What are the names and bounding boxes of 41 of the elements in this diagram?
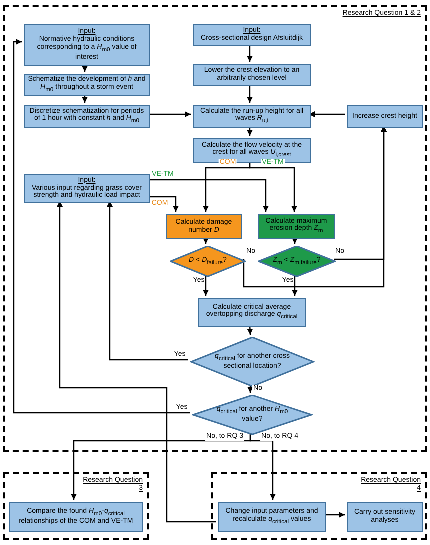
arrow <box>148 179 269 212</box>
process-box <box>258 214 335 239</box>
arrow <box>82 64 88 72</box>
arrow <box>309 112 345 118</box>
process-box <box>193 105 311 128</box>
arrow <box>292 237 298 244</box>
arrow <box>82 94 88 103</box>
process-box <box>24 174 150 203</box>
arrow <box>247 84 253 103</box>
arrow <box>334 126 387 260</box>
arrow <box>250 433 276 500</box>
arrow <box>247 44 253 62</box>
process-box <box>9 502 143 532</box>
arrow <box>324 512 345 518</box>
arrow <box>203 237 209 244</box>
process-box <box>198 298 306 327</box>
process-box <box>218 502 326 532</box>
process-box <box>347 105 423 128</box>
process-box <box>24 105 150 128</box>
arrow <box>148 196 179 212</box>
dashed-frame <box>211 472 427 540</box>
process-box <box>193 138 311 163</box>
arrow <box>107 201 188 361</box>
dashed-frame <box>3 5 427 452</box>
arrow <box>57 201 216 523</box>
process-box <box>193 64 311 86</box>
arrow <box>248 385 254 393</box>
decision-diamond <box>190 337 315 387</box>
arrow <box>203 275 209 296</box>
arrow <box>13 39 190 414</box>
process-box <box>193 24 311 46</box>
arrow <box>148 112 191 118</box>
decision-diamond <box>170 246 246 277</box>
process-box <box>166 214 242 239</box>
decision-diamond <box>258 246 336 277</box>
dashed-frame <box>3 472 149 540</box>
decision-diamond <box>192 395 313 435</box>
process-box <box>347 502 423 532</box>
process-box <box>24 24 150 66</box>
arrow <box>292 275 298 296</box>
arrow <box>249 161 298 212</box>
